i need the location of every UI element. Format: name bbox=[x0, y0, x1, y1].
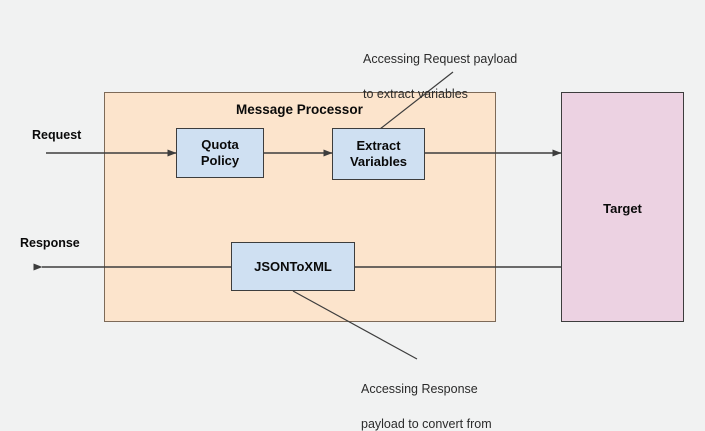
label-response: Response bbox=[20, 236, 80, 250]
label-request: Request bbox=[32, 128, 82, 142]
annotation-response-payload: Accessing Response payload to convert fr… bbox=[361, 363, 492, 431]
node-quota-policy-line2: Policy bbox=[200, 153, 240, 168]
annotation-request-payload: Accessing Request payload to extract var… bbox=[363, 33, 517, 122]
node-target-label: Target bbox=[603, 201, 642, 216]
annotation-request-line2: to extract variables bbox=[363, 87, 468, 102]
node-quota-policy[interactable]: Quota Policy bbox=[176, 128, 264, 178]
node-extract-variables-label: Extract Variables bbox=[350, 138, 407, 170]
node-quota-policy-line1: Quota bbox=[201, 137, 239, 153]
annotation-request-line1: Accessing Request payload bbox=[363, 51, 518, 66]
node-jsontoxml-label: JSONToXML bbox=[254, 258, 332, 274]
node-extract-variables-line2: Variables bbox=[349, 154, 408, 169]
message-processor-title: Message Processor bbox=[236, 102, 363, 117]
node-jsontoxml[interactable]: JSONToXML bbox=[231, 242, 355, 291]
annotation-response-line1: Accessing Response bbox=[361, 381, 478, 396]
node-extract-variables-line1: Extract bbox=[356, 138, 401, 154]
node-extract-variables[interactable]: Extract Variables bbox=[332, 128, 425, 180]
annotation-response-line2: payload to convert from bbox=[361, 417, 492, 431]
node-quota-policy-label: Quota Policy bbox=[201, 137, 239, 169]
node-target[interactable]: Target bbox=[561, 92, 684, 322]
